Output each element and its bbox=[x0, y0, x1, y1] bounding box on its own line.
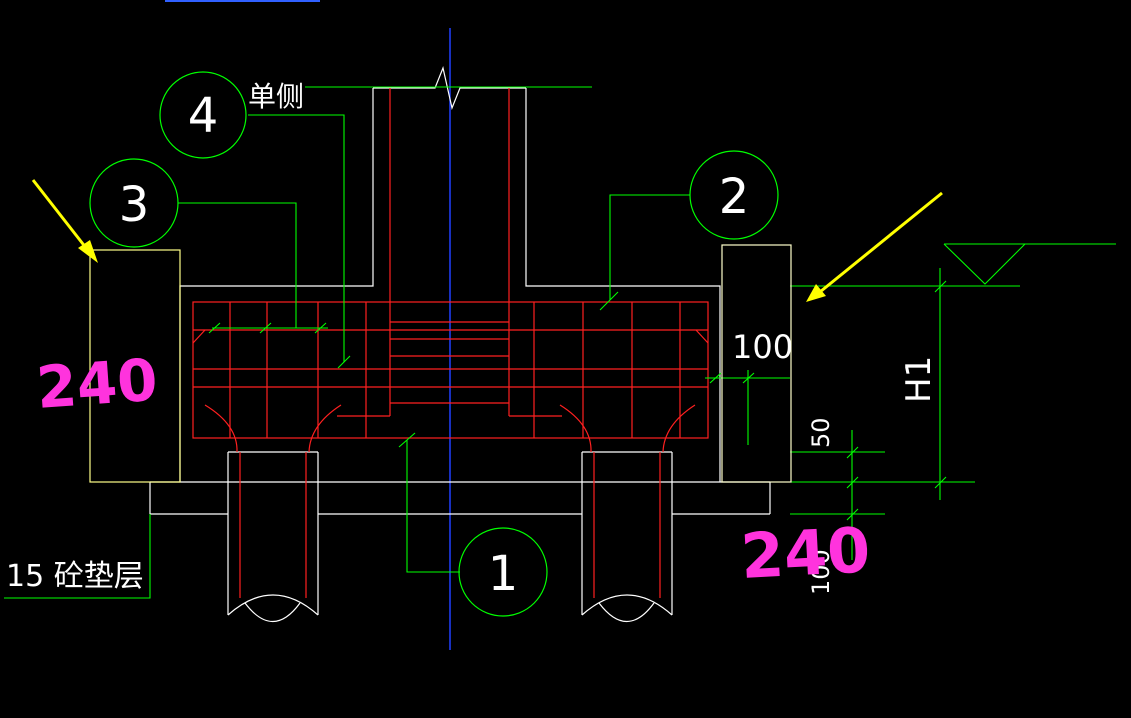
dimension-50-label: 50 bbox=[807, 417, 835, 448]
dimension-100-label: 100 bbox=[732, 328, 793, 366]
single-side-label: 单侧 bbox=[248, 80, 304, 113]
h1-label: H1 bbox=[899, 356, 939, 403]
callout-circle-4 bbox=[159, 71, 247, 159]
callout-1-number: 1 bbox=[488, 546, 519, 602]
annotation-left-240: 240 bbox=[34, 346, 160, 422]
callout-4-number: 4 bbox=[188, 88, 219, 144]
arrow-right bbox=[806, 191, 943, 302]
column-rebar bbox=[389, 88, 510, 416]
callout-circle-2 bbox=[689, 150, 779, 240]
dimension-100-small-label: 100 bbox=[807, 549, 835, 595]
cap-rebar-cage bbox=[192, 301, 709, 439]
left-side-wall bbox=[89, 249, 181, 483]
callout-circle-3 bbox=[89, 158, 179, 248]
bedding-layer bbox=[149, 481, 771, 515]
leader-lines bbox=[4, 86, 1116, 599]
callout-2-number: 2 bbox=[719, 169, 750, 225]
callout-circle-1 bbox=[458, 527, 548, 617]
callout-circles bbox=[89, 71, 779, 617]
pile-left bbox=[227, 451, 319, 622]
right-side-wall bbox=[721, 244, 792, 483]
callout-3-number: 3 bbox=[119, 177, 150, 233]
annotation-right-240: 240 bbox=[739, 513, 872, 593]
bedding-label: 15 砼垫层 bbox=[6, 559, 144, 594]
arrow-left bbox=[31, 179, 98, 263]
pile-right bbox=[581, 451, 673, 622]
